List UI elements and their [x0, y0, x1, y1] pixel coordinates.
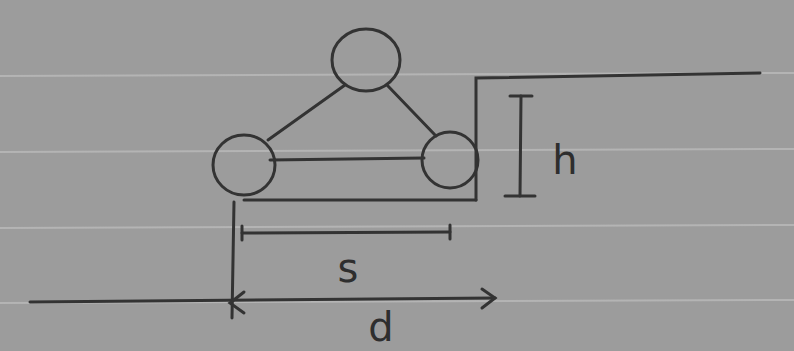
distance-label: d — [368, 307, 393, 347]
height-label: h — [552, 140, 577, 180]
ruled-lines — [0, 73, 794, 303]
spacing-label: s — [338, 248, 359, 288]
sketch-lines — [30, 29, 760, 318]
